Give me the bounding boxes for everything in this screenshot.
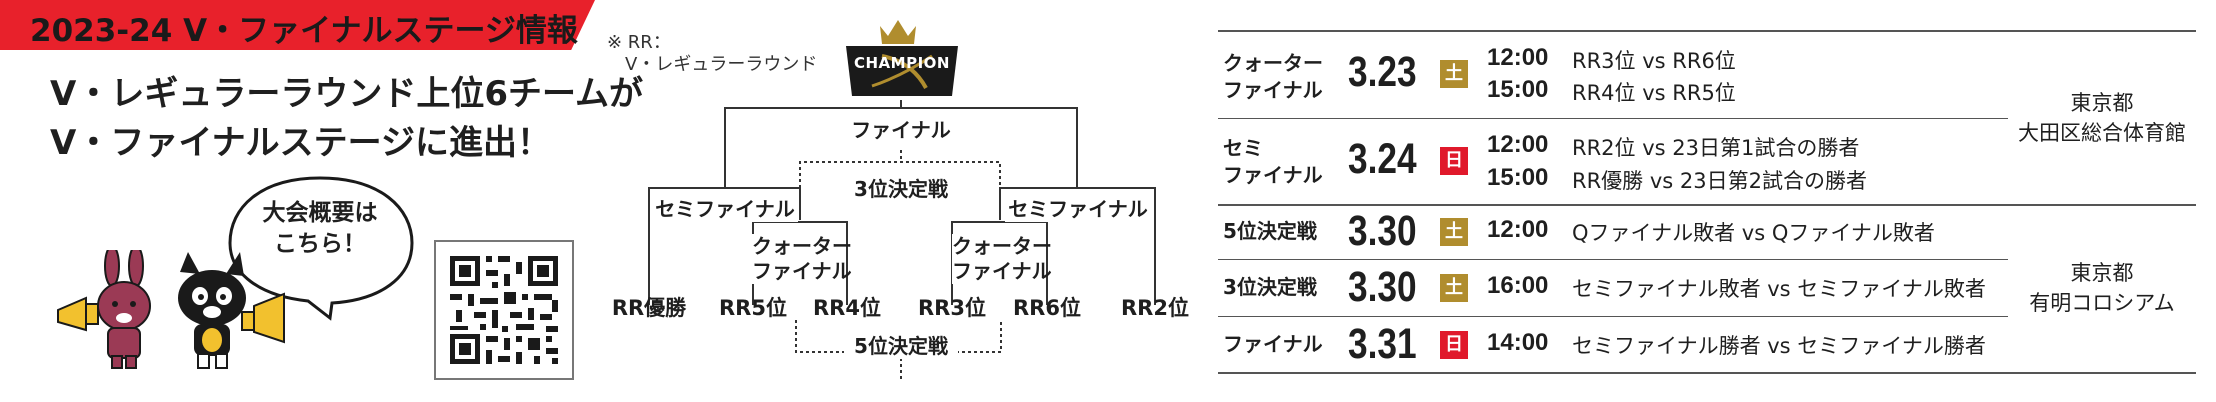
page-title: 2023-24 V・ファイナルステージ情報 <box>30 13 578 49</box>
champion-label: CHAMPION <box>854 54 950 72</box>
venue-ariake: 東京都 有明コロシアム <box>2008 258 2196 318</box>
final-label: ファイナル <box>851 114 951 143</box>
seed-rr4: RR4位 <box>813 296 881 320</box>
megaphone-icon <box>57 296 99 332</box>
quarterfinal-right-label: クォーター ファイナル <box>952 234 1052 284</box>
stage-label: 3位決定戦 <box>1223 275 1317 299</box>
megaphone-icon <box>241 292 285 344</box>
match-label: RR4位 vs RR5位 <box>1572 81 1736 105</box>
overview-link[interactable]: 大会概要は こちら！ <box>249 198 391 260</box>
third-place-label: 3位決定戦 <box>844 173 958 202</box>
table-top-border <box>1218 30 2196 32</box>
qf-left-line-1: クォーター <box>752 234 852 258</box>
qf-right-line-2: ファイナル <box>952 259 1052 283</box>
date-label: 3.23 <box>1348 48 1417 96</box>
time-label: 12:00 <box>1487 44 1549 71</box>
row-divider <box>1218 204 2196 206</box>
time-label: 12:00 <box>1487 131 1549 158</box>
seed-rr6: RR6位 <box>1013 296 1081 320</box>
rabbit-mascot <box>97 250 151 369</box>
seed-rr3: RR3位 <box>918 296 986 320</box>
weekday-badge: 日 <box>1440 147 1468 175</box>
weekday-badge: 土 <box>1440 274 1468 302</box>
time-label: 16:00 <box>1487 272 1549 299</box>
seed-rr2: RR2位 <box>1121 296 1189 320</box>
rr-note-line-1: ※ RR： <box>607 32 671 53</box>
qf-left-line-2: ファイナル <box>752 259 852 283</box>
fifth-place-label: 5位決定戦 <box>844 330 958 359</box>
qr-code-icon <box>450 256 558 364</box>
venue-ariake-line-1: 東京都 <box>2070 261 2134 285</box>
crown-icon <box>880 20 916 44</box>
bubble-line-1: 大会概要は <box>262 200 378 226</box>
quarterfinal-left-label: クォーター ファイナル <box>752 234 852 284</box>
match-label: セミファイナル勝者 vs セミファイナル勝者 <box>1572 334 1986 358</box>
date-label: 3.24 <box>1348 135 1417 183</box>
time-label: 15:00 <box>1487 164 1549 191</box>
date-label: 3.31 <box>1348 320 1417 368</box>
venue-ota-line-2: 大田区総合体育館 <box>2018 121 2186 145</box>
schedule-row-semifinal: セミファイナル <box>1223 135 1323 189</box>
seed-rr1: RR優勝 <box>611 296 687 320</box>
match-label: Qファイナル敗者 vs Qファイナル敗者 <box>1572 221 1935 245</box>
table-bottom-border <box>1218 372 2196 374</box>
time-label: 12:00 <box>1487 216 1549 243</box>
row-divider <box>1218 118 2008 119</box>
weekday-badge: 土 <box>1440 218 1468 246</box>
match-label: RR優勝 vs 23日第2試合の勝者 <box>1572 169 1867 193</box>
stage-label: 5位決定戦 <box>1223 219 1317 243</box>
title-banner <box>0 0 595 50</box>
rr-note-line-2: V・レギュラーラウンド <box>625 54 818 75</box>
match-label: RR3位 vs RR6位 <box>1572 49 1736 73</box>
stage-label: クォーターファイナル <box>1223 51 1323 102</box>
schedule-row-quarterfinal: クォーターファイナル <box>1223 50 1323 104</box>
bubble-line-2: こちら！ <box>274 231 366 257</box>
qr-code-link[interactable] <box>434 240 574 380</box>
semifinal-right-label: セミファイナル <box>1005 193 1151 222</box>
weekday-badge: 土 <box>1440 60 1468 88</box>
time-label: 15:00 <box>1487 76 1549 103</box>
venue-ota: 東京都 大田区総合体育館 <box>2008 88 2196 148</box>
stage-label: ファイナル <box>1223 332 1323 356</box>
match-label: RR2位 vs 23日第1試合の勝者 <box>1572 136 1860 160</box>
date-label: 3.30 <box>1348 263 1417 311</box>
mascot-illustration <box>57 250 285 369</box>
row-divider <box>1218 316 2008 317</box>
seed-rr5: RR5位 <box>719 296 787 320</box>
intro-text: V・レギュラーラウンド上位6チームが V・ファイナルステージに進出！ <box>50 70 643 168</box>
qf-right-line-1: クォーター <box>952 234 1052 258</box>
venue-ariake-line-2: 有明コロシアム <box>2029 291 2175 315</box>
stage-label: セミファイナル <box>1223 136 1323 187</box>
row-divider <box>1218 259 2008 260</box>
champion-emblem <box>846 20 958 96</box>
cat-mascot <box>178 252 246 369</box>
time-label: 14:00 <box>1487 329 1549 356</box>
weekday-badge: 日 <box>1440 331 1468 359</box>
venue-ota-line-1: 東京都 <box>2070 91 2134 115</box>
intro-line-1: V・レギュラーラウンド上位6チームが <box>50 74 643 114</box>
match-label: セミファイナル敗者 vs セミファイナル敗者 <box>1572 277 1986 301</box>
rr-note: ※ RR： V・レギュラーラウンド <box>607 32 817 76</box>
speech-bubble <box>228 176 414 321</box>
intro-line-2: V・ファイナルステージに進出！ <box>50 123 551 163</box>
semifinal-left-label: セミファイナル <box>652 193 798 222</box>
date-label: 3.30 <box>1348 207 1417 255</box>
